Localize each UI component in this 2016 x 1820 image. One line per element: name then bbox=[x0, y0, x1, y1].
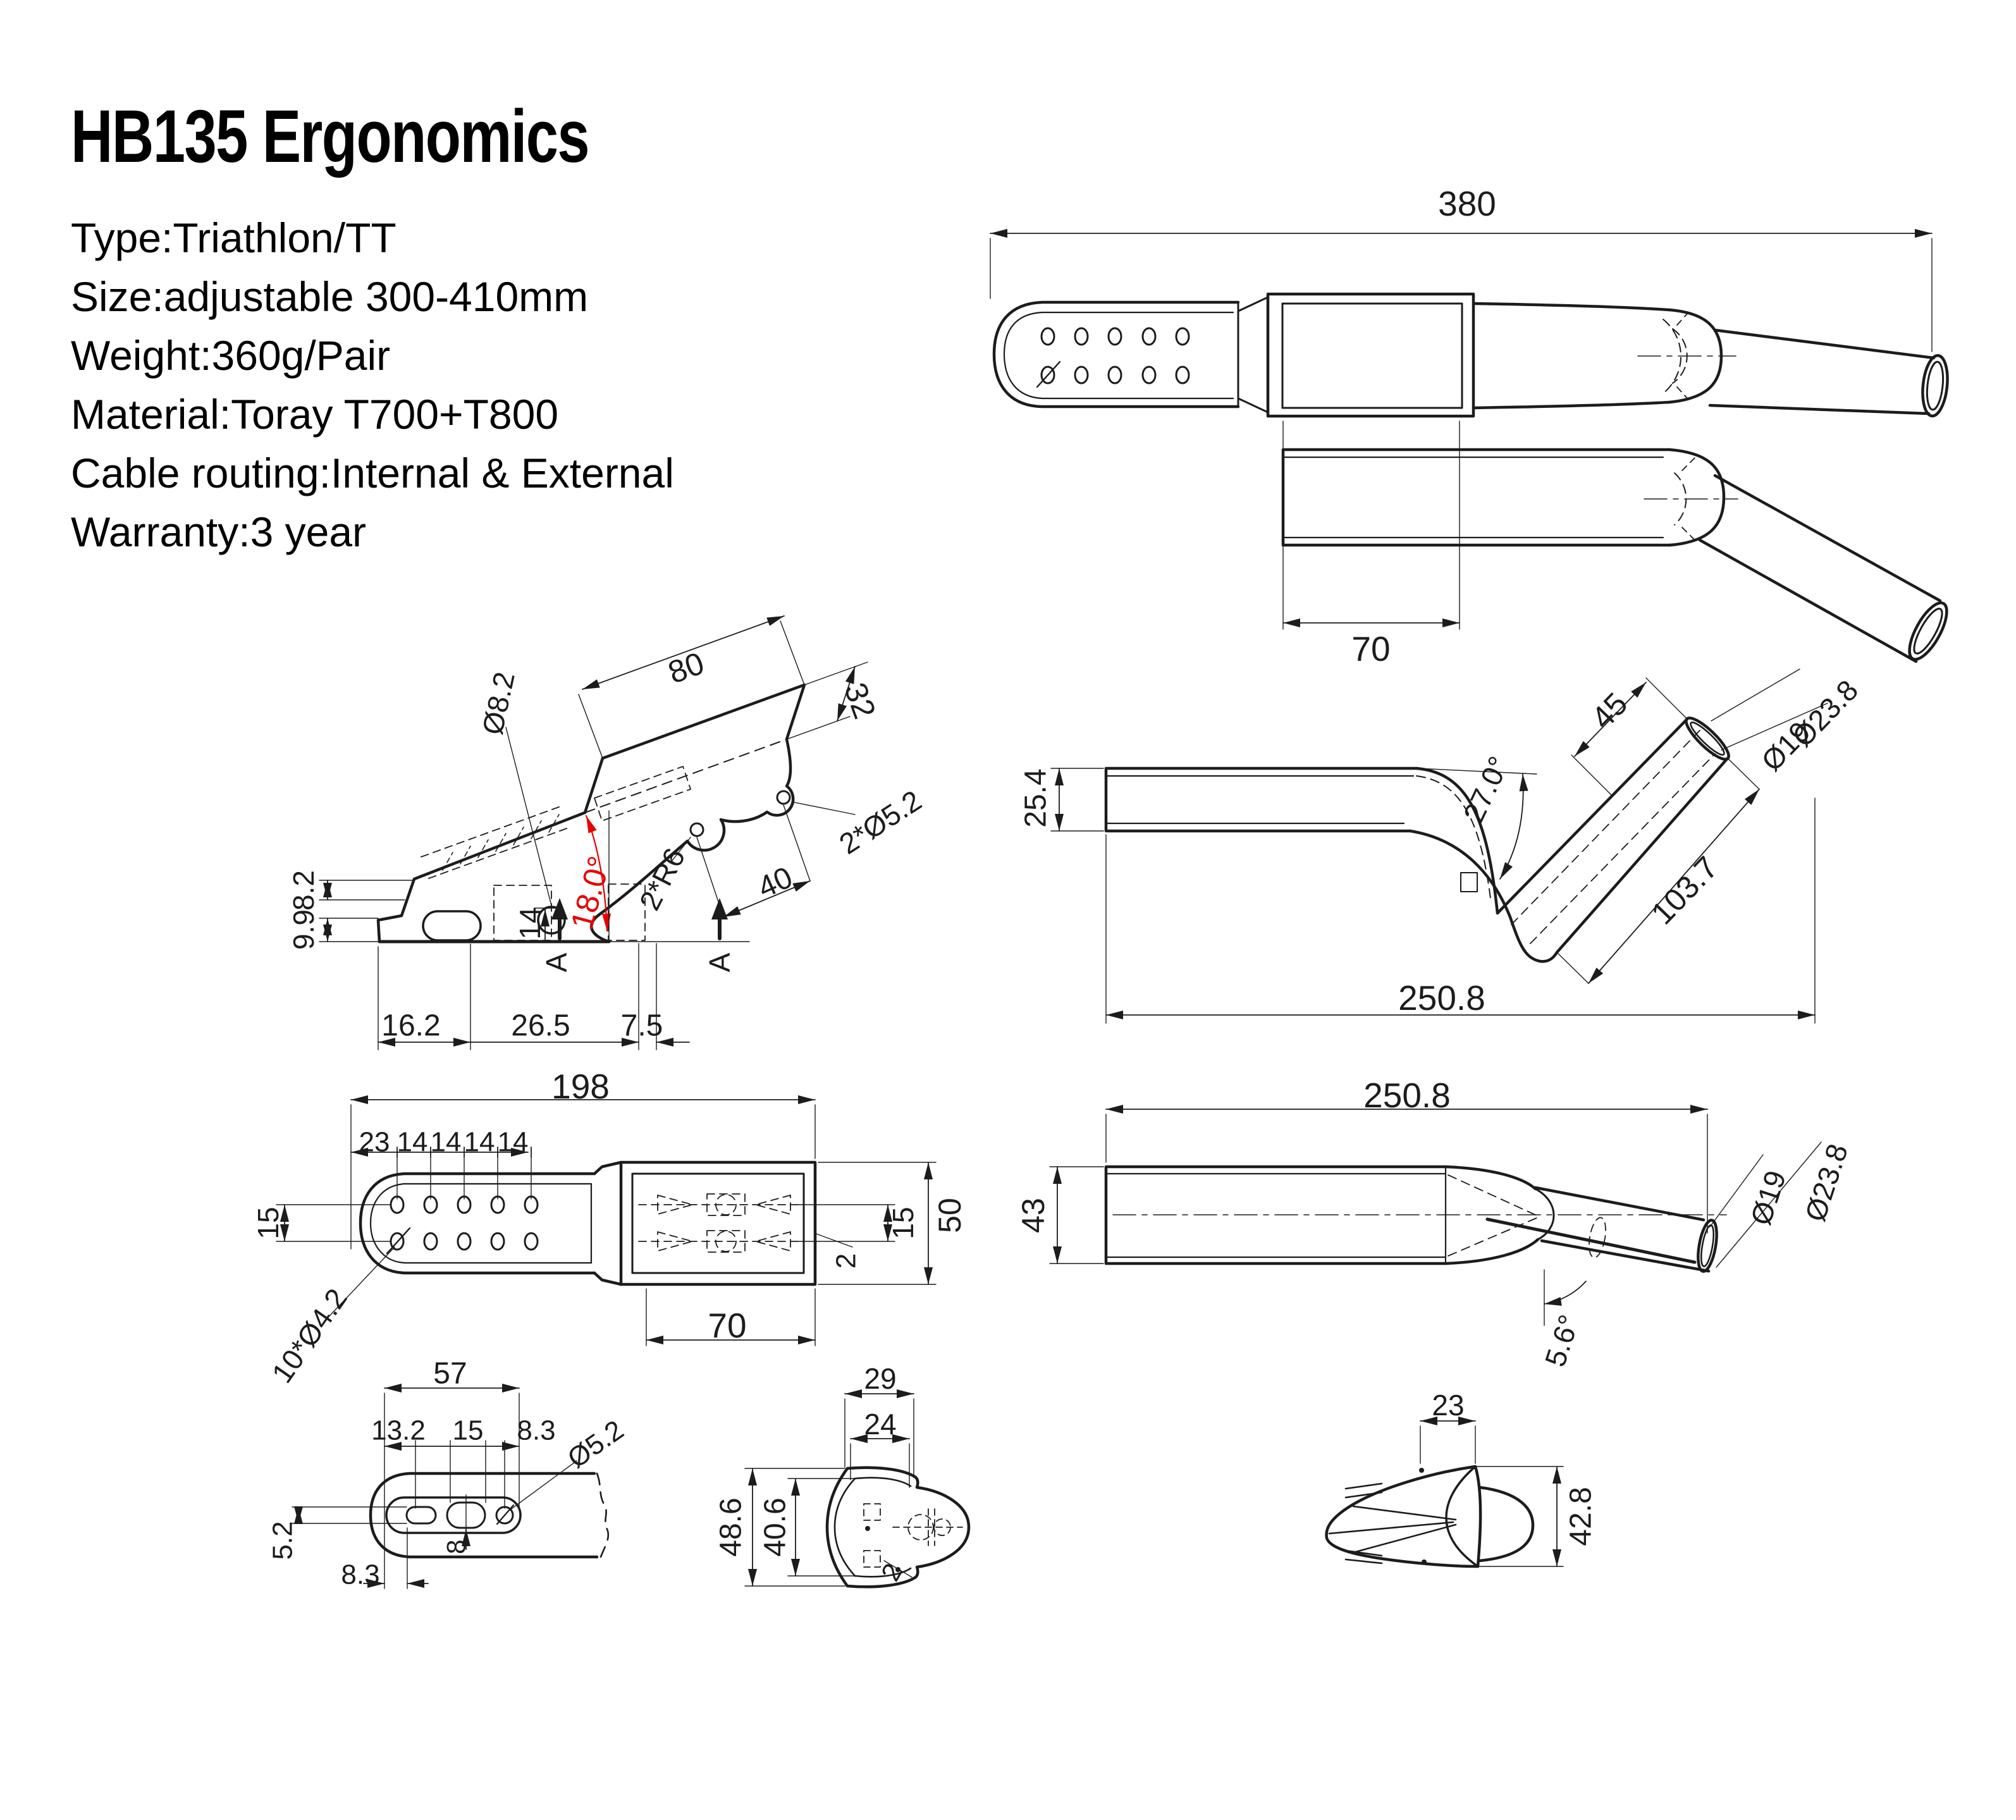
dim-clamp-width: 50 bbox=[932, 1198, 968, 1233]
dim-extension-length: 250.8 bbox=[1398, 978, 1485, 1018]
dim-ext-id: Ø19 bbox=[1744, 1167, 1792, 1229]
spec-line: Weight:360g/Pair bbox=[71, 332, 391, 379]
dim-ext-top-length: 250.8 bbox=[1363, 1076, 1451, 1115]
section-a-left: A bbox=[540, 952, 573, 972]
dim-grip-length: 45 bbox=[1585, 686, 1635, 736]
view-grip-end bbox=[1325, 1417, 1564, 1568]
dim-pitch-14c: 14 bbox=[464, 1127, 495, 1158]
dim-plate-hole: Ø5.2 bbox=[562, 1415, 629, 1475]
dim-hole-span: 40 bbox=[753, 861, 797, 905]
dim-lip-height: 8.2 bbox=[287, 870, 320, 911]
dim-row-gap-right: 15 bbox=[887, 1207, 919, 1239]
dim-8-3-bottom: 8.3 bbox=[341, 1559, 379, 1590]
dim-front-inner: 40.6 bbox=[759, 1497, 792, 1556]
view-extension-top bbox=[1049, 1105, 1822, 1326]
dim-front-24: 24 bbox=[864, 1408, 896, 1441]
dim-grip-end-width: 23 bbox=[1432, 1389, 1464, 1422]
dim-bar-height: 25.4 bbox=[1019, 768, 1053, 827]
armrest-holes-top bbox=[1036, 327, 1190, 388]
dim-ext-od: Ø23.8 bbox=[1798, 1140, 1854, 1225]
spec-line: Type:Triathlon/TT bbox=[71, 214, 396, 261]
view-extension-side bbox=[1050, 668, 1828, 1024]
dim-edge-23: 23 bbox=[359, 1127, 390, 1158]
dim-slot-span: 57 bbox=[433, 1357, 467, 1391]
spec-line: Cable routing:Internal & External bbox=[71, 450, 674, 496]
spec-line: Size:adjustable 300-410mm bbox=[71, 273, 589, 320]
dim-clamp-length: 70 bbox=[1351, 629, 1390, 668]
dim-clamp-70: 70 bbox=[708, 1306, 746, 1345]
dim-pad-thickness: 32 bbox=[837, 678, 883, 723]
view-pad-plate-detail bbox=[292, 1384, 610, 1589]
dim-ext-width: 43 bbox=[1016, 1198, 1051, 1233]
dim-8-3-top: 8.3 bbox=[517, 1415, 555, 1446]
dim-overall-length: 380 bbox=[1438, 184, 1496, 223]
dim-ten-holes: 10*Ø4.2 bbox=[265, 1282, 353, 1389]
spec-line: Warranty:3 year bbox=[71, 508, 367, 555]
dim-pitch-14b: 14 bbox=[431, 1127, 462, 1158]
dim-base-height: 9.9 bbox=[287, 909, 320, 950]
dim-offset-14: 14 bbox=[513, 907, 546, 939]
view-bracket-side bbox=[319, 615, 868, 1050]
dim-pad-length: 80 bbox=[663, 645, 708, 691]
view-top-assembly bbox=[990, 229, 1949, 663]
page-title: HB135 Ergonomics bbox=[71, 95, 590, 178]
dim-armrest-length: 198 bbox=[551, 1067, 610, 1106]
section-a-right: A bbox=[703, 952, 736, 972]
dim-bend-angle: 27.0° bbox=[1457, 751, 1516, 827]
dim-7-5: 7.5 bbox=[621, 1009, 663, 1043]
dim-pitch-14d: 14 bbox=[498, 1127, 529, 1158]
dim-grip-end-height: 42.8 bbox=[1564, 1487, 1598, 1546]
clamp-mechanism bbox=[638, 1193, 804, 1253]
dim-13-2: 13.2 bbox=[371, 1415, 426, 1446]
spec-list: Type:Triathlon/TT Size:adjustable 300-410… bbox=[71, 209, 674, 562]
dim-pitch-14a: 14 bbox=[397, 1127, 428, 1158]
dim-15: 15 bbox=[453, 1415, 484, 1446]
view-bracket-front bbox=[744, 1389, 971, 1589]
spec-line: Material:Toray T700+T800 bbox=[71, 391, 559, 438]
dim-hole-dia: Ø8.2 bbox=[476, 669, 521, 737]
view-armrest-top bbox=[276, 1095, 937, 1346]
dim-wall-2: 2 bbox=[831, 1253, 862, 1269]
dim-tube-length: 103.7 bbox=[1644, 850, 1724, 932]
dim-row-gap-left: 15 bbox=[252, 1207, 285, 1239]
dim-8: 8 bbox=[441, 1539, 471, 1554]
dim-2-holes: 2*Ø5.2 bbox=[833, 784, 927, 861]
dim-splay-angle: 5.6° bbox=[1539, 1311, 1586, 1370]
dim-16-2: 16.2 bbox=[381, 1009, 440, 1043]
dim-front-height: 48.6 bbox=[715, 1497, 748, 1556]
dim-26-5: 26.5 bbox=[511, 1009, 570, 1043]
dim-front-29: 29 bbox=[864, 1362, 896, 1395]
armrest-holes-top-view bbox=[386, 1195, 539, 1255]
dim-5-2: 5.2 bbox=[267, 1521, 298, 1559]
